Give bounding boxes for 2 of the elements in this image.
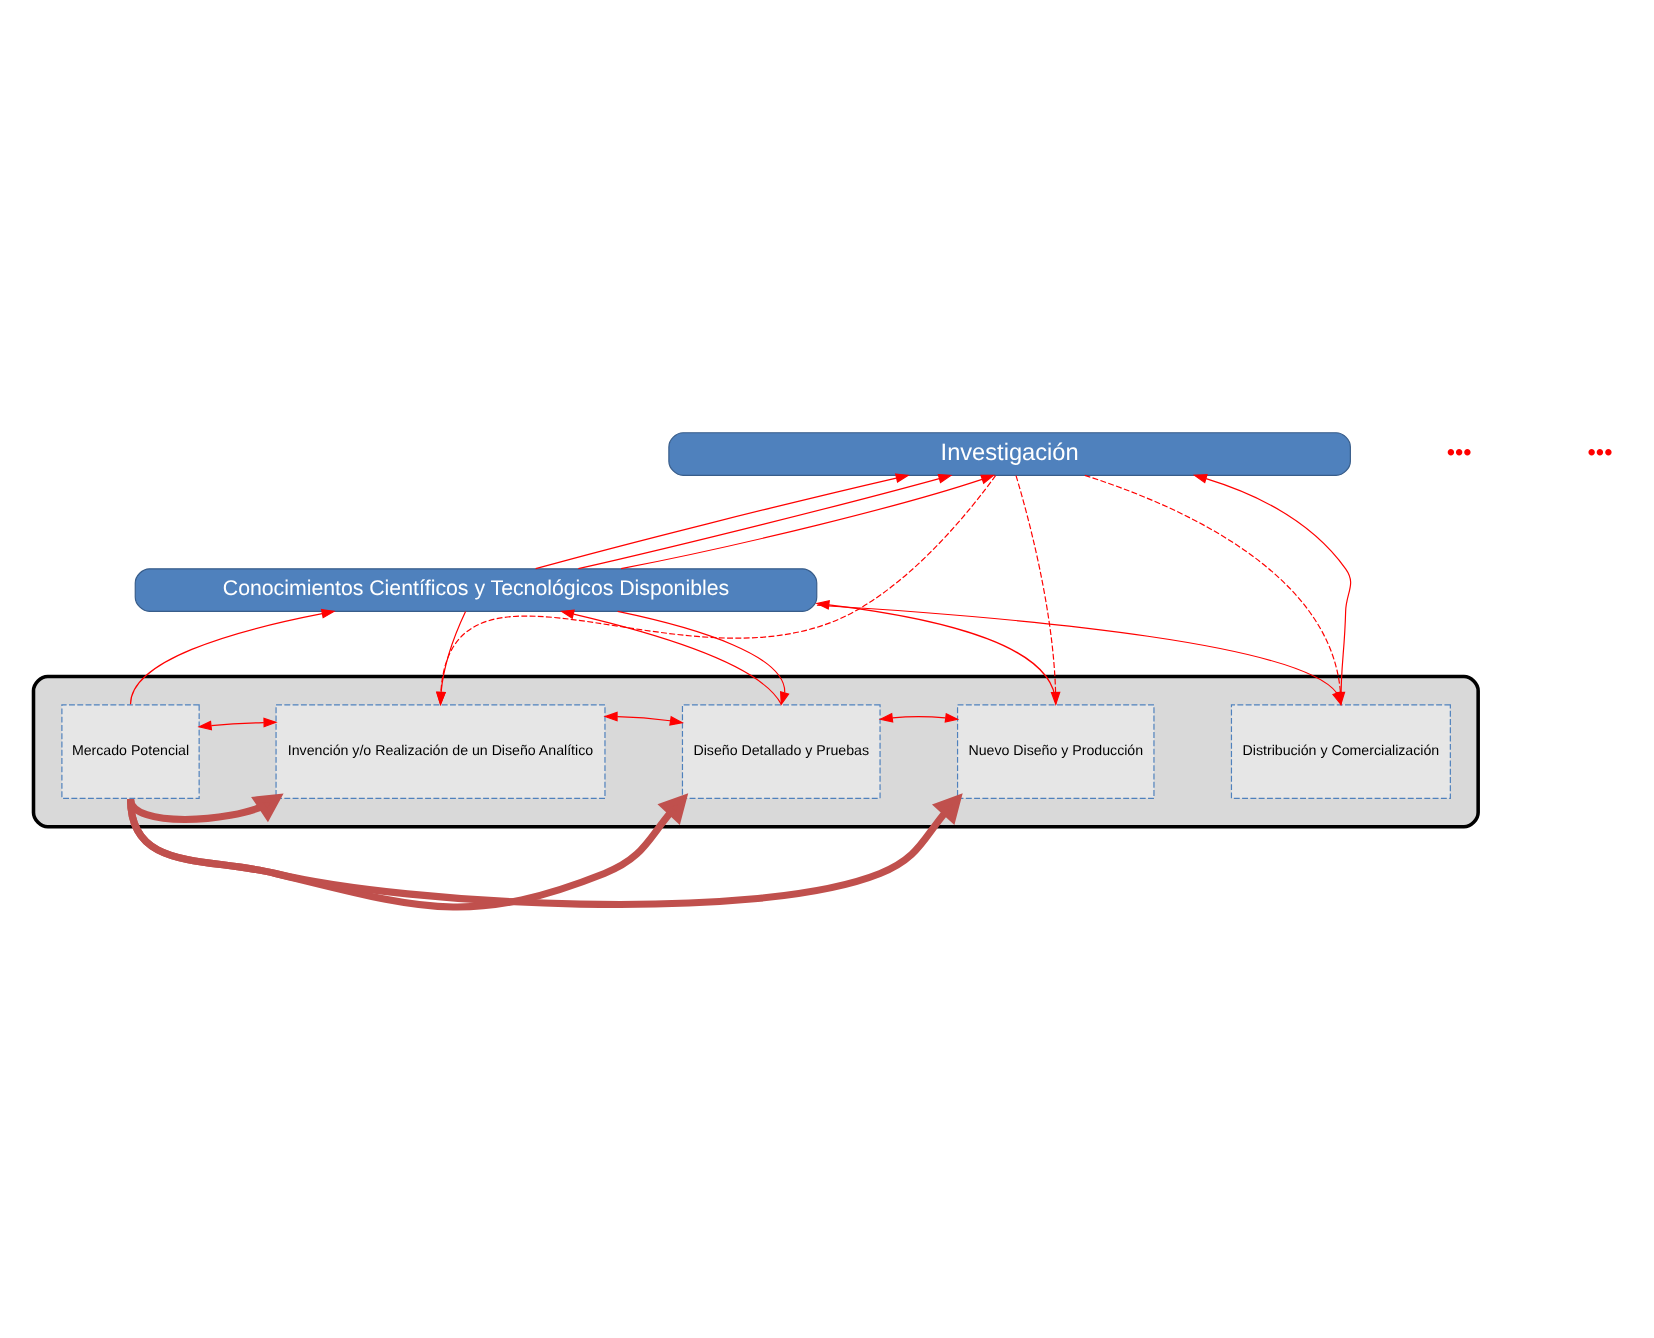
label: •••: [1586, 436, 1612, 465]
label: •••: [1445, 436, 1471, 465]
